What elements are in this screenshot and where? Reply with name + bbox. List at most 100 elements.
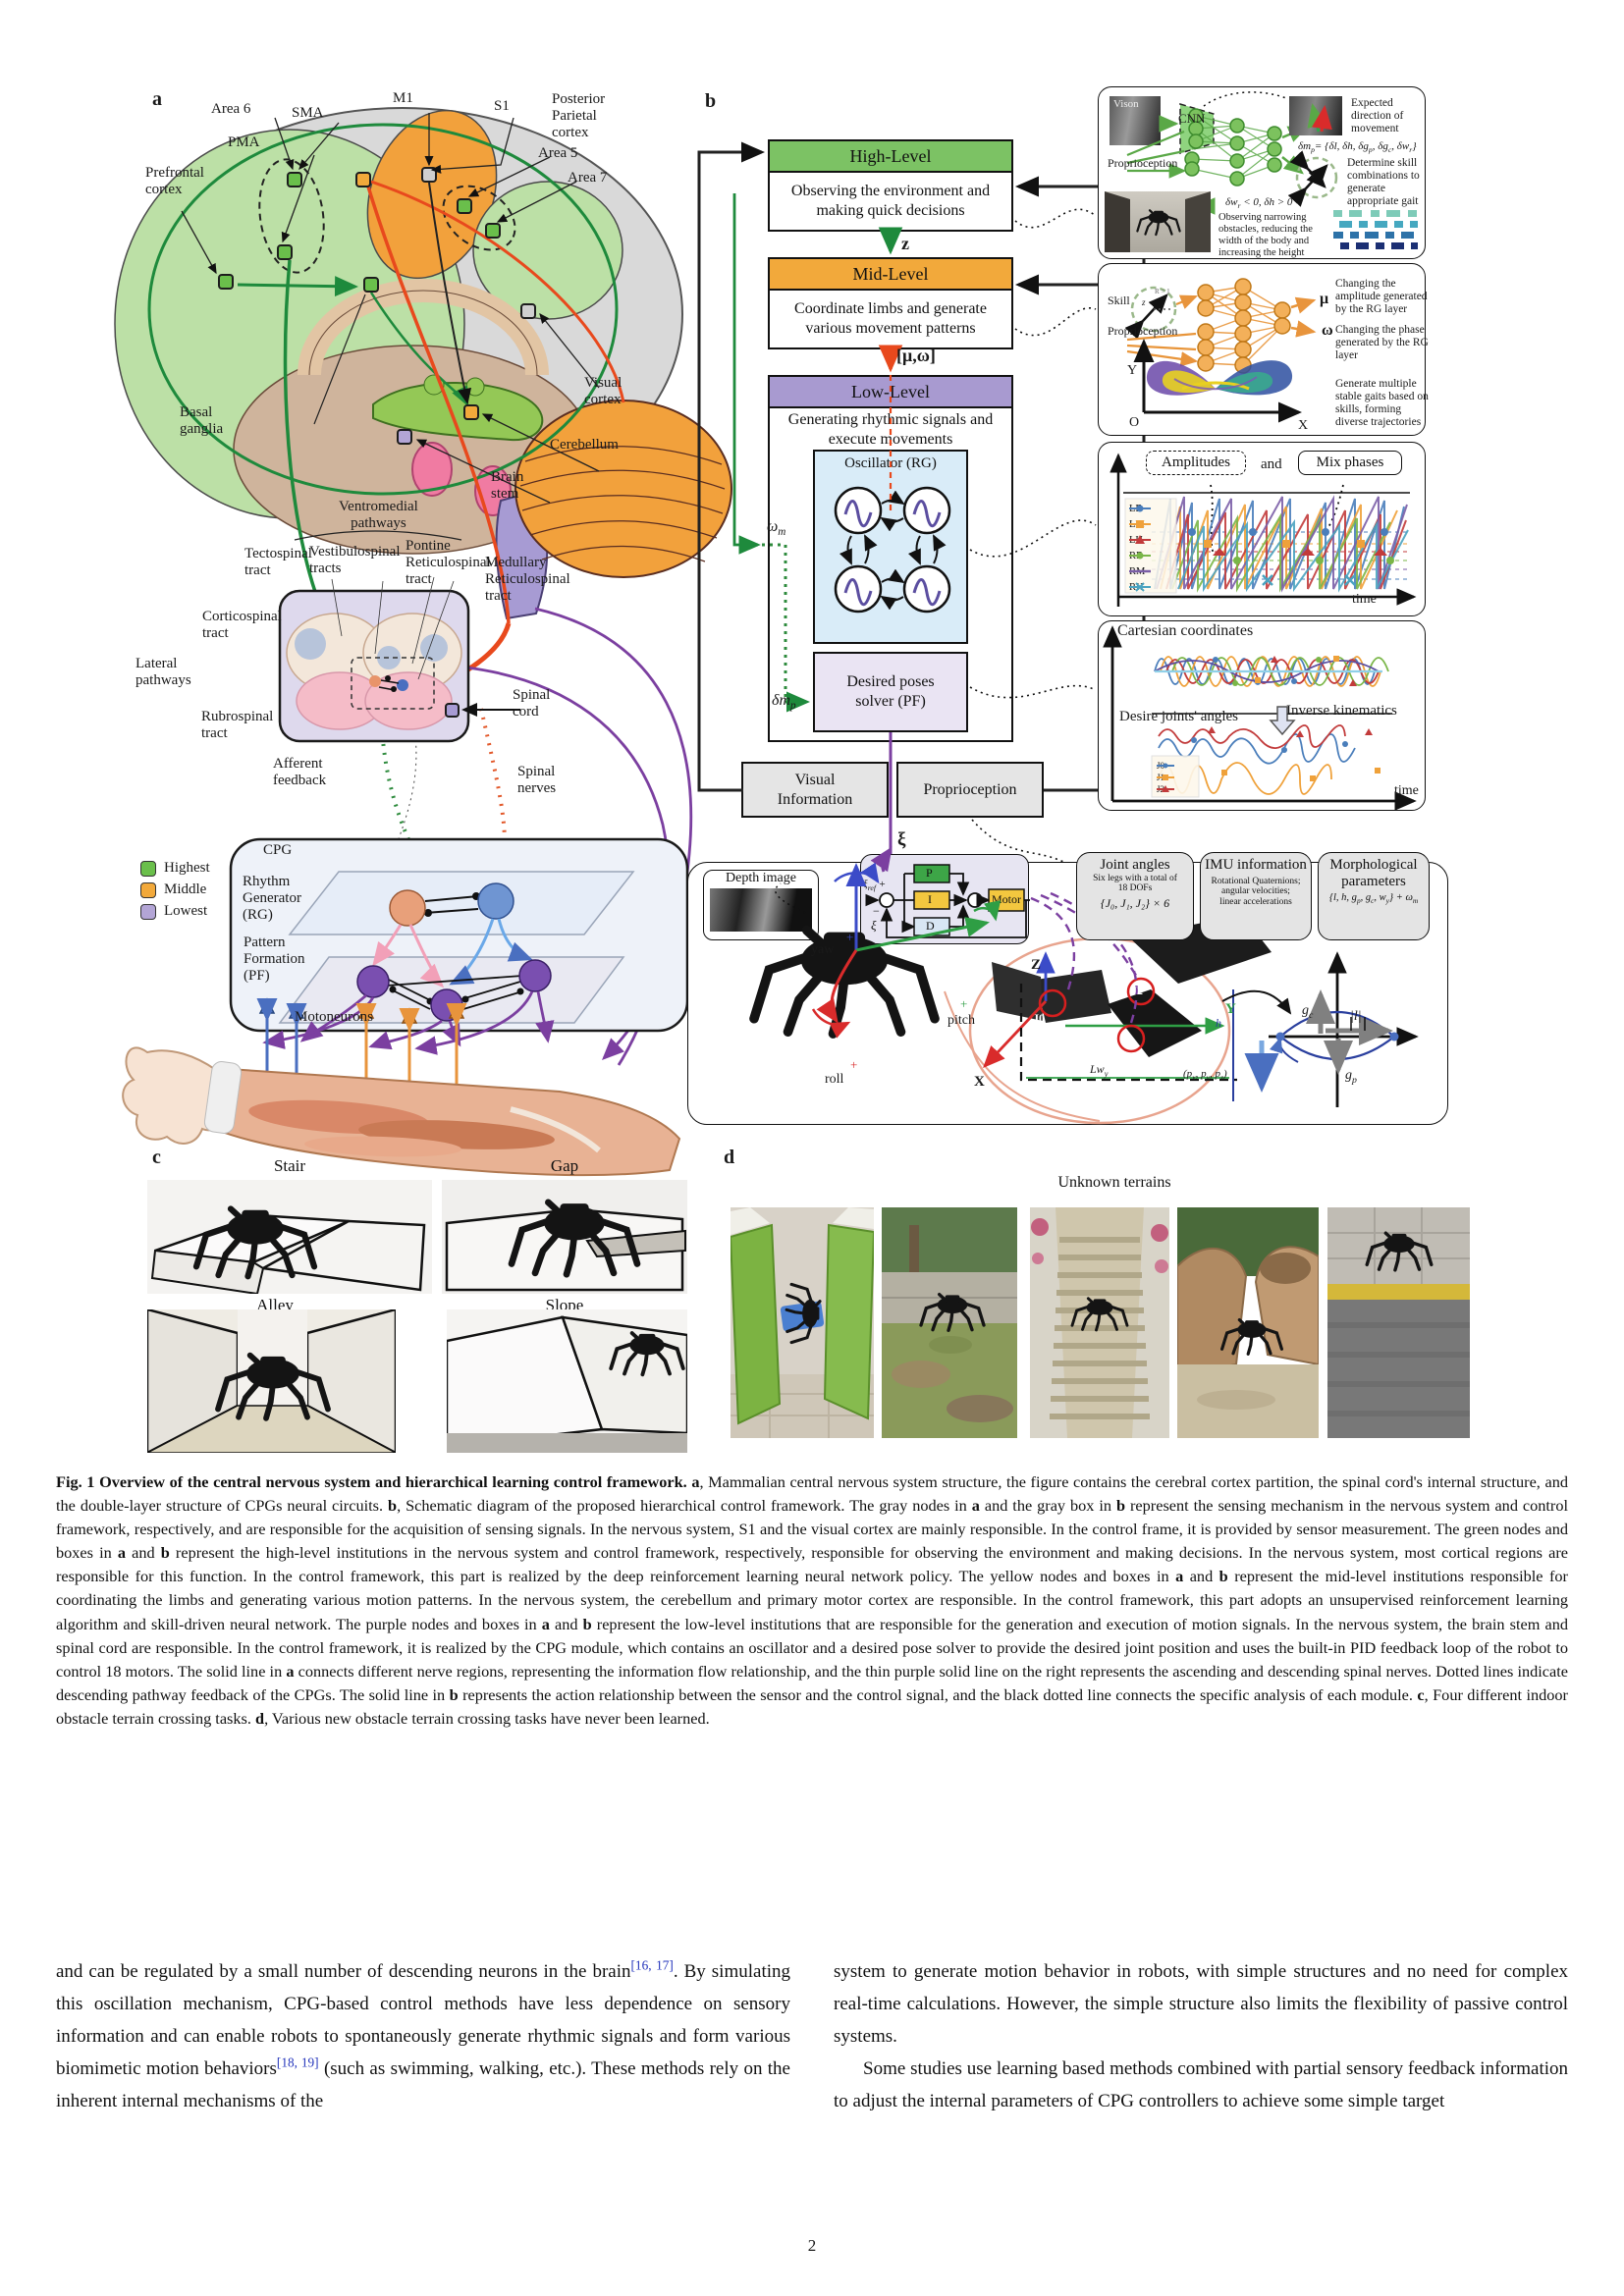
label-sma: SMA [292, 105, 324, 121]
skill-proprioception-label: Proprioception [1108, 324, 1178, 338]
l-label: |l| [1350, 1009, 1362, 1024]
signal-z: z [901, 234, 909, 253]
imu-title: IMU information [1205, 857, 1307, 873]
pitch-plus: + [960, 996, 968, 1011]
cortex-nodes [218, 167, 536, 445]
signal-mu-omega: [μ,ω] [896, 346, 936, 365]
cartesian-title: Cartesian coordinates [1117, 622, 1254, 639]
depth-image [710, 888, 812, 932]
body-paragraph-right-1: system to generate motion behavior in ro… [834, 1961, 1568, 2047]
panel-a-illustration [114, 107, 732, 1177]
slope-photo [447, 1309, 687, 1453]
mu-output: μ [1320, 291, 1329, 307]
skill-panel-graphics [1124, 278, 1317, 423]
label-vestibulospinal: Vestibulospinal tracts [309, 544, 401, 577]
joint-angles-title: Joint angles [1100, 857, 1170, 873]
gap-photo [442, 1180, 687, 1294]
pxyz-label: (px, py, pz) [1183, 1068, 1227, 1083]
signal-xi: ξ [897, 829, 906, 850]
label-basal-ganglia: Basal ganglia [180, 404, 224, 438]
joint-legend: J0 J1 J2 [1157, 760, 1174, 795]
hexapod-robot-photo [754, 931, 935, 1034]
unknown-terrains-title: Unknown terrains [1057, 1174, 1171, 1191]
j1-label: J1 [1065, 1031, 1077, 1044]
skill-z-label: z [1142, 297, 1146, 307]
label-lateral: Lateral pathways [135, 656, 191, 689]
narrow-obstacle-photo [1105, 191, 1211, 252]
label-afferent: Afferent feedback [273, 756, 327, 789]
gp-label: gp [1345, 1068, 1357, 1086]
label-posterior-parietal: Posterior Parietal cortex [552, 91, 606, 141]
label-cpg: CPG [263, 842, 293, 858]
phase-plot [1110, 453, 1417, 607]
joint-angles-formula: {J₀, J₁, J₂} × 6 [1100, 896, 1170, 911]
vision-proprioception-label: Proprioception [1108, 156, 1178, 170]
signal-delta-mp: δmp [772, 692, 796, 713]
gaits-text: Generate multiple stable gaits based on … [1335, 378, 1429, 429]
label-s1: S1 [494, 98, 510, 114]
panel-a-tag: a [152, 88, 162, 110]
legend-swatch-middle [140, 882, 156, 898]
expected-direction-text: Expected direction of movement [1351, 97, 1404, 135]
terrain-photo-foam [731, 1207, 874, 1438]
pid-d-label: D [926, 919, 935, 933]
leg-z-axis: Z [1031, 957, 1042, 973]
dmp-formula: δmp= {δl, δh, δgp, δgc, δwr} [1298, 140, 1417, 155]
morphological-title: Morphological parameters [1329, 857, 1418, 889]
pid-i-label: I [928, 892, 932, 906]
pid-xi-label: ξ [871, 918, 877, 933]
spinal-cord-section [278, 530, 520, 743]
gait-mosaic [1333, 210, 1418, 249]
vision-z-label: z [1311, 170, 1315, 180]
gap-label: Gap [550, 1156, 579, 1175]
label-spinal-nerves: Spinal nerves [517, 764, 557, 797]
signal-omega-m: ωm [767, 518, 786, 539]
trajectory-butterfly [1146, 360, 1293, 396]
label-area7: Area 7 [568, 170, 608, 186]
skill-r1-label: R = 1 [1155, 288, 1170, 295]
joint-angles-box: Joint angles Six legs with a total of 18… [1076, 852, 1194, 940]
yaw-label: yaw [811, 942, 835, 957]
page-number: 2 [807, 2236, 817, 2255]
label-brainstem: Brain stem [491, 469, 524, 503]
label-pattern-formation: Pattern Formation (PF) [244, 934, 305, 985]
mix-phases-tag: Mix phases [1298, 451, 1402, 475]
label-motoneurons: Motoneurons [295, 1009, 373, 1025]
omega-output: ω [1322, 322, 1333, 339]
skill-axis-y: Y [1127, 363, 1138, 378]
label-rhythm-generator: Rhythm Generator (RG) [243, 874, 301, 924]
legend-swatch-lowest [140, 904, 156, 920]
lwy-label: Lwy [1090, 1062, 1109, 1079]
skill-network-panel [1098, 263, 1426, 436]
gc-label: gc [1302, 1003, 1314, 1021]
legend-label-middle: Middle [164, 881, 207, 897]
arm-illustration [122, 1046, 681, 1177]
joint-angles-sub: Six legs with a total of 18 DOFs [1093, 873, 1177, 894]
body-column-right: system to generate motion behavior in ro… [834, 1955, 1568, 2117]
amplitudes-tag: Amplitudes [1146, 451, 1246, 475]
legend-swatch-highest [140, 861, 156, 877]
cnn-label: CNN [1178, 111, 1206, 126]
panel-d-tag: d [724, 1147, 735, 1168]
label-visual-cortex: Visual cortex [584, 375, 623, 408]
legend-label-lowest: Lowest [164, 903, 208, 919]
label-pma: PMA [228, 134, 260, 150]
cartesian-time-label: time [1394, 783, 1419, 798]
h-label: h [1216, 1016, 1221, 1030]
legend-label-highest: Highest [164, 860, 210, 876]
foot-trajectory-diagram [1221, 951, 1419, 1107]
stair-photo [147, 1180, 432, 1294]
j0-label: J0 [1033, 1011, 1045, 1025]
mid-level-body: Coordinate limbs and generate various mo… [794, 300, 987, 337]
label-tectospinal: Tectospinal tract [244, 546, 312, 579]
depth-image-box: Depth image [703, 870, 819, 940]
pid-p-label: P [926, 866, 933, 880]
terrain-photo-rocks [1177, 1207, 1319, 1438]
pid-minus-label: − [873, 904, 880, 918]
label-m1: M1 [393, 90, 413, 106]
high-level-title: High-Level [770, 141, 1011, 173]
desire-joints-label: Desire joints' angles [1119, 709, 1239, 724]
skill-label: Skill [1108, 294, 1130, 307]
proprioception-box: Proprioception [896, 762, 1044, 818]
